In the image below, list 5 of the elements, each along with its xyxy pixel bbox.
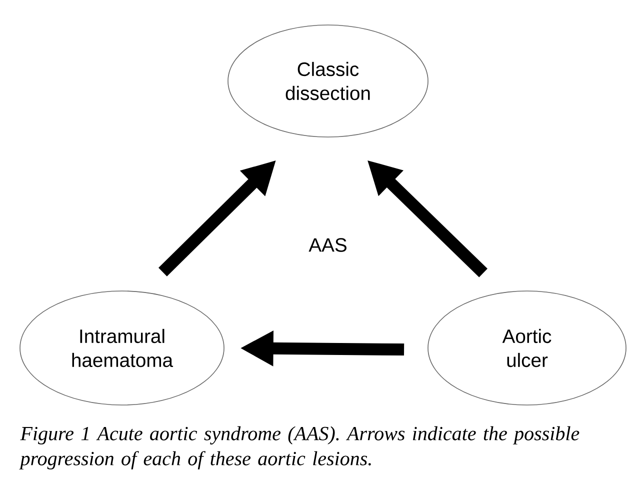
ellipse-node: Classic dissection [228,24,428,138]
diagram-label: AAS [308,238,346,252]
ellipse-node: Intramural haematoma [20,290,224,406]
ellipse-node: Aortic ulcer [428,290,626,406]
figure-caption: Figure 1 Acute aortic syndrome (AAS). Arrows indicate the possible progression of each of these aortic lesions. [19,426,580,470]
